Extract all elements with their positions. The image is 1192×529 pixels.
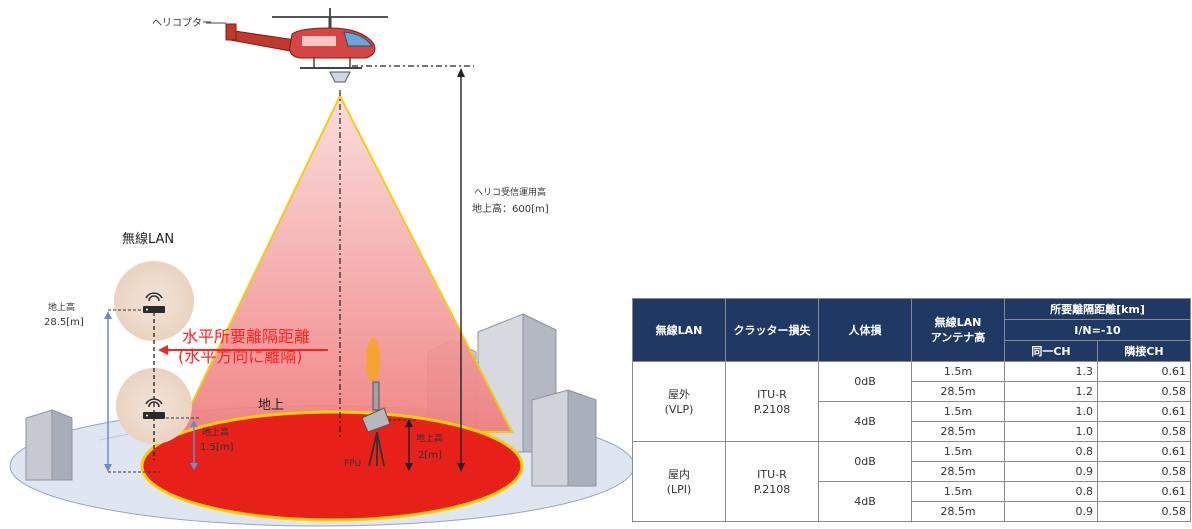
arrowhead-icon (158, 345, 168, 355)
cell-same-ch: 0.8 (1004, 441, 1098, 462)
table-header-row: 同一CH 隣接CH (633, 340, 1191, 362)
header-same-channel: 同一CH (1004, 340, 1098, 362)
table-header-row: 無線LAN クラッター損失 人体損 無線LAN アンテナ高 所要離隔距離[km] (632, 298, 1191, 362)
table-row: 28.5m 0.9 0.58 (633, 461, 1191, 482)
low-height-value: 1.5[m] (200, 442, 234, 453)
table-row: 4dB 1.5m 0.8 0.61 (633, 481, 1191, 522)
table-header-row: I/N=-10 (633, 319, 1191, 341)
cell-same-ch: 0.9 (1004, 461, 1098, 482)
arrowhead-icon (104, 311, 112, 319)
header-clutter-loss: クラッター損失 (725, 298, 819, 362)
cell-body-loss: 4dB (818, 401, 912, 442)
cell-same-ch: 1.0 (1004, 421, 1098, 442)
fpu-transmitter-icon (361, 338, 391, 467)
cell-antenna-height: 1.5m (911, 441, 1005, 462)
cell-adjacent-ch: 0.61 (1097, 401, 1191, 422)
horizontal-distance-sublabel: (水平方向に離隔) (178, 347, 303, 366)
table-row: 28.5m 1.2 0.58 (633, 381, 1191, 402)
cell-body-loss: 4dB (818, 481, 912, 522)
low-height-label: 地上高 (202, 428, 230, 438)
arrowhead-icon (457, 68, 465, 77)
cell-clutter-line2: P.2108 (753, 402, 791, 416)
fpu-height-label: 地上高 (416, 434, 444, 444)
cell-wlan-type: 屋外 (VLP) (632, 361, 726, 442)
cell-antenna-height: 1.5m (911, 401, 1005, 422)
fpu-label: FPU (344, 459, 362, 469)
cell-clutter: ITU-R P.2108 (725, 361, 819, 442)
cell-antenna-height: 1.5m (911, 361, 1005, 382)
header-adjacent-channel: 隣接CH (1097, 340, 1191, 362)
cell-adjacent-ch: 0.58 (1097, 501, 1191, 522)
table-row: 28.5m 0.9 0.58 (633, 501, 1191, 522)
cell-wlan-type-line1: 屋内 (668, 467, 690, 481)
cell-adjacent-ch: 0.61 (1097, 361, 1191, 382)
header-antenna-height: 無線LAN アンテナ高 (911, 298, 1005, 362)
cell-wlan-type: 屋内 (LPI) (632, 441, 726, 522)
cell-same-ch: 1.3 (1004, 361, 1098, 382)
cell-wlan-type-line1: 屋外 (668, 387, 690, 401)
helicopter-receive-beam (176, 93, 514, 433)
cell-same-ch: 1.2 (1004, 381, 1098, 402)
cell-body-loss: 0dB (818, 361, 912, 402)
altitude-value-label: 地上高：600[m] (472, 204, 549, 215)
wlan-height-value: 28.5[m] (44, 317, 84, 328)
wlan-access-point-icon (143, 398, 165, 419)
cell-same-ch: 0.8 (1004, 481, 1098, 502)
altitude-label: ヘリコ受信運用高 (474, 188, 547, 198)
cell-adjacent-ch: 0.58 (1097, 381, 1191, 402)
table-row: 屋内 (LPI) ITU-R P.2108 0dB 1.5m 0.8 0.61 (632, 441, 1191, 522)
wlan-height-label: 地上高 (48, 303, 76, 313)
header-in-ratio: I/N=-10 (1004, 319, 1191, 341)
header-required-distance: 所要離隔距離[km] (1004, 298, 1191, 320)
cell-adjacent-ch: 0.61 (1097, 441, 1191, 462)
cell-antenna-height: 1.5m (911, 481, 1005, 502)
separation-distance-table-wrap: 無線LAN クラッター損失 人体損 無線LAN アンテナ高 所要離隔距離[km]… (632, 298, 1191, 522)
helicopter-icon (225, 8, 388, 83)
wlan-coverage-upper (114, 261, 194, 341)
cell-wlan-type-line2: (LPI) (666, 482, 692, 496)
cell-antenna-height: 28.5m (911, 461, 1005, 482)
cell-adjacent-ch: 0.58 (1097, 421, 1191, 442)
interference-ground-zone (140, 410, 524, 522)
cell-body-loss: 0dB (818, 441, 912, 482)
table-row: 屋外 (VLP) ITU-R P.2108 0dB 1.5m 1.3 0.61 (632, 361, 1191, 442)
cell-clutter-line2: P.2108 (753, 482, 791, 496)
arrowhead-icon (457, 463, 465, 472)
cell-same-ch: 1.0 (1004, 401, 1098, 422)
arrowhead-icon (104, 464, 112, 472)
interference-diagram (9, 8, 632, 527)
helicopter-label: ヘリコプター (152, 18, 212, 29)
cell-antenna-height: 28.5m (911, 501, 1005, 522)
cell-same-ch: 0.9 (1004, 501, 1098, 522)
separation-distance-table: 無線LAN クラッター損失 人体損 無線LAN アンテナ高 所要離隔距離[km]… (632, 298, 1191, 522)
header-body-loss: 人体損 (818, 298, 912, 362)
wlan-title: 無線LAN (122, 232, 175, 247)
cell-adjacent-ch: 0.58 (1097, 461, 1191, 482)
building-left (25, 409, 73, 481)
cell-antenna-height: 28.5m (911, 421, 1005, 442)
ground-label: 地上 (258, 398, 285, 413)
cell-wlan-type-line2: (VLP) (664, 402, 694, 416)
arrowhead-icon (405, 419, 413, 427)
cell-clutter-line1: ITU-R (757, 387, 787, 401)
arrowhead-icon (405, 463, 413, 471)
cell-clutter-line1: ITU-R (757, 467, 787, 481)
table-row: 4dB 1.5m 1.0 0.61 (633, 401, 1191, 442)
fpu-height-value: 2[m] (418, 450, 442, 461)
arrowhead-icon (190, 420, 198, 427)
header-wlan: 無線LAN (632, 298, 726, 362)
cell-antenna-height: 28.5m (911, 381, 1005, 402)
wlan-access-point-icon (143, 292, 165, 313)
cell-clutter: ITU-R P.2108 (725, 441, 819, 522)
arrowhead-icon (190, 463, 198, 470)
header-antenna-line2: アンテナ高 (930, 331, 986, 344)
horizontal-distance-label: 水平所要離隔距離 (182, 327, 311, 346)
cell-adjacent-ch: 0.61 (1097, 481, 1191, 502)
header-antenna-line1: 無線LAN (934, 316, 982, 329)
